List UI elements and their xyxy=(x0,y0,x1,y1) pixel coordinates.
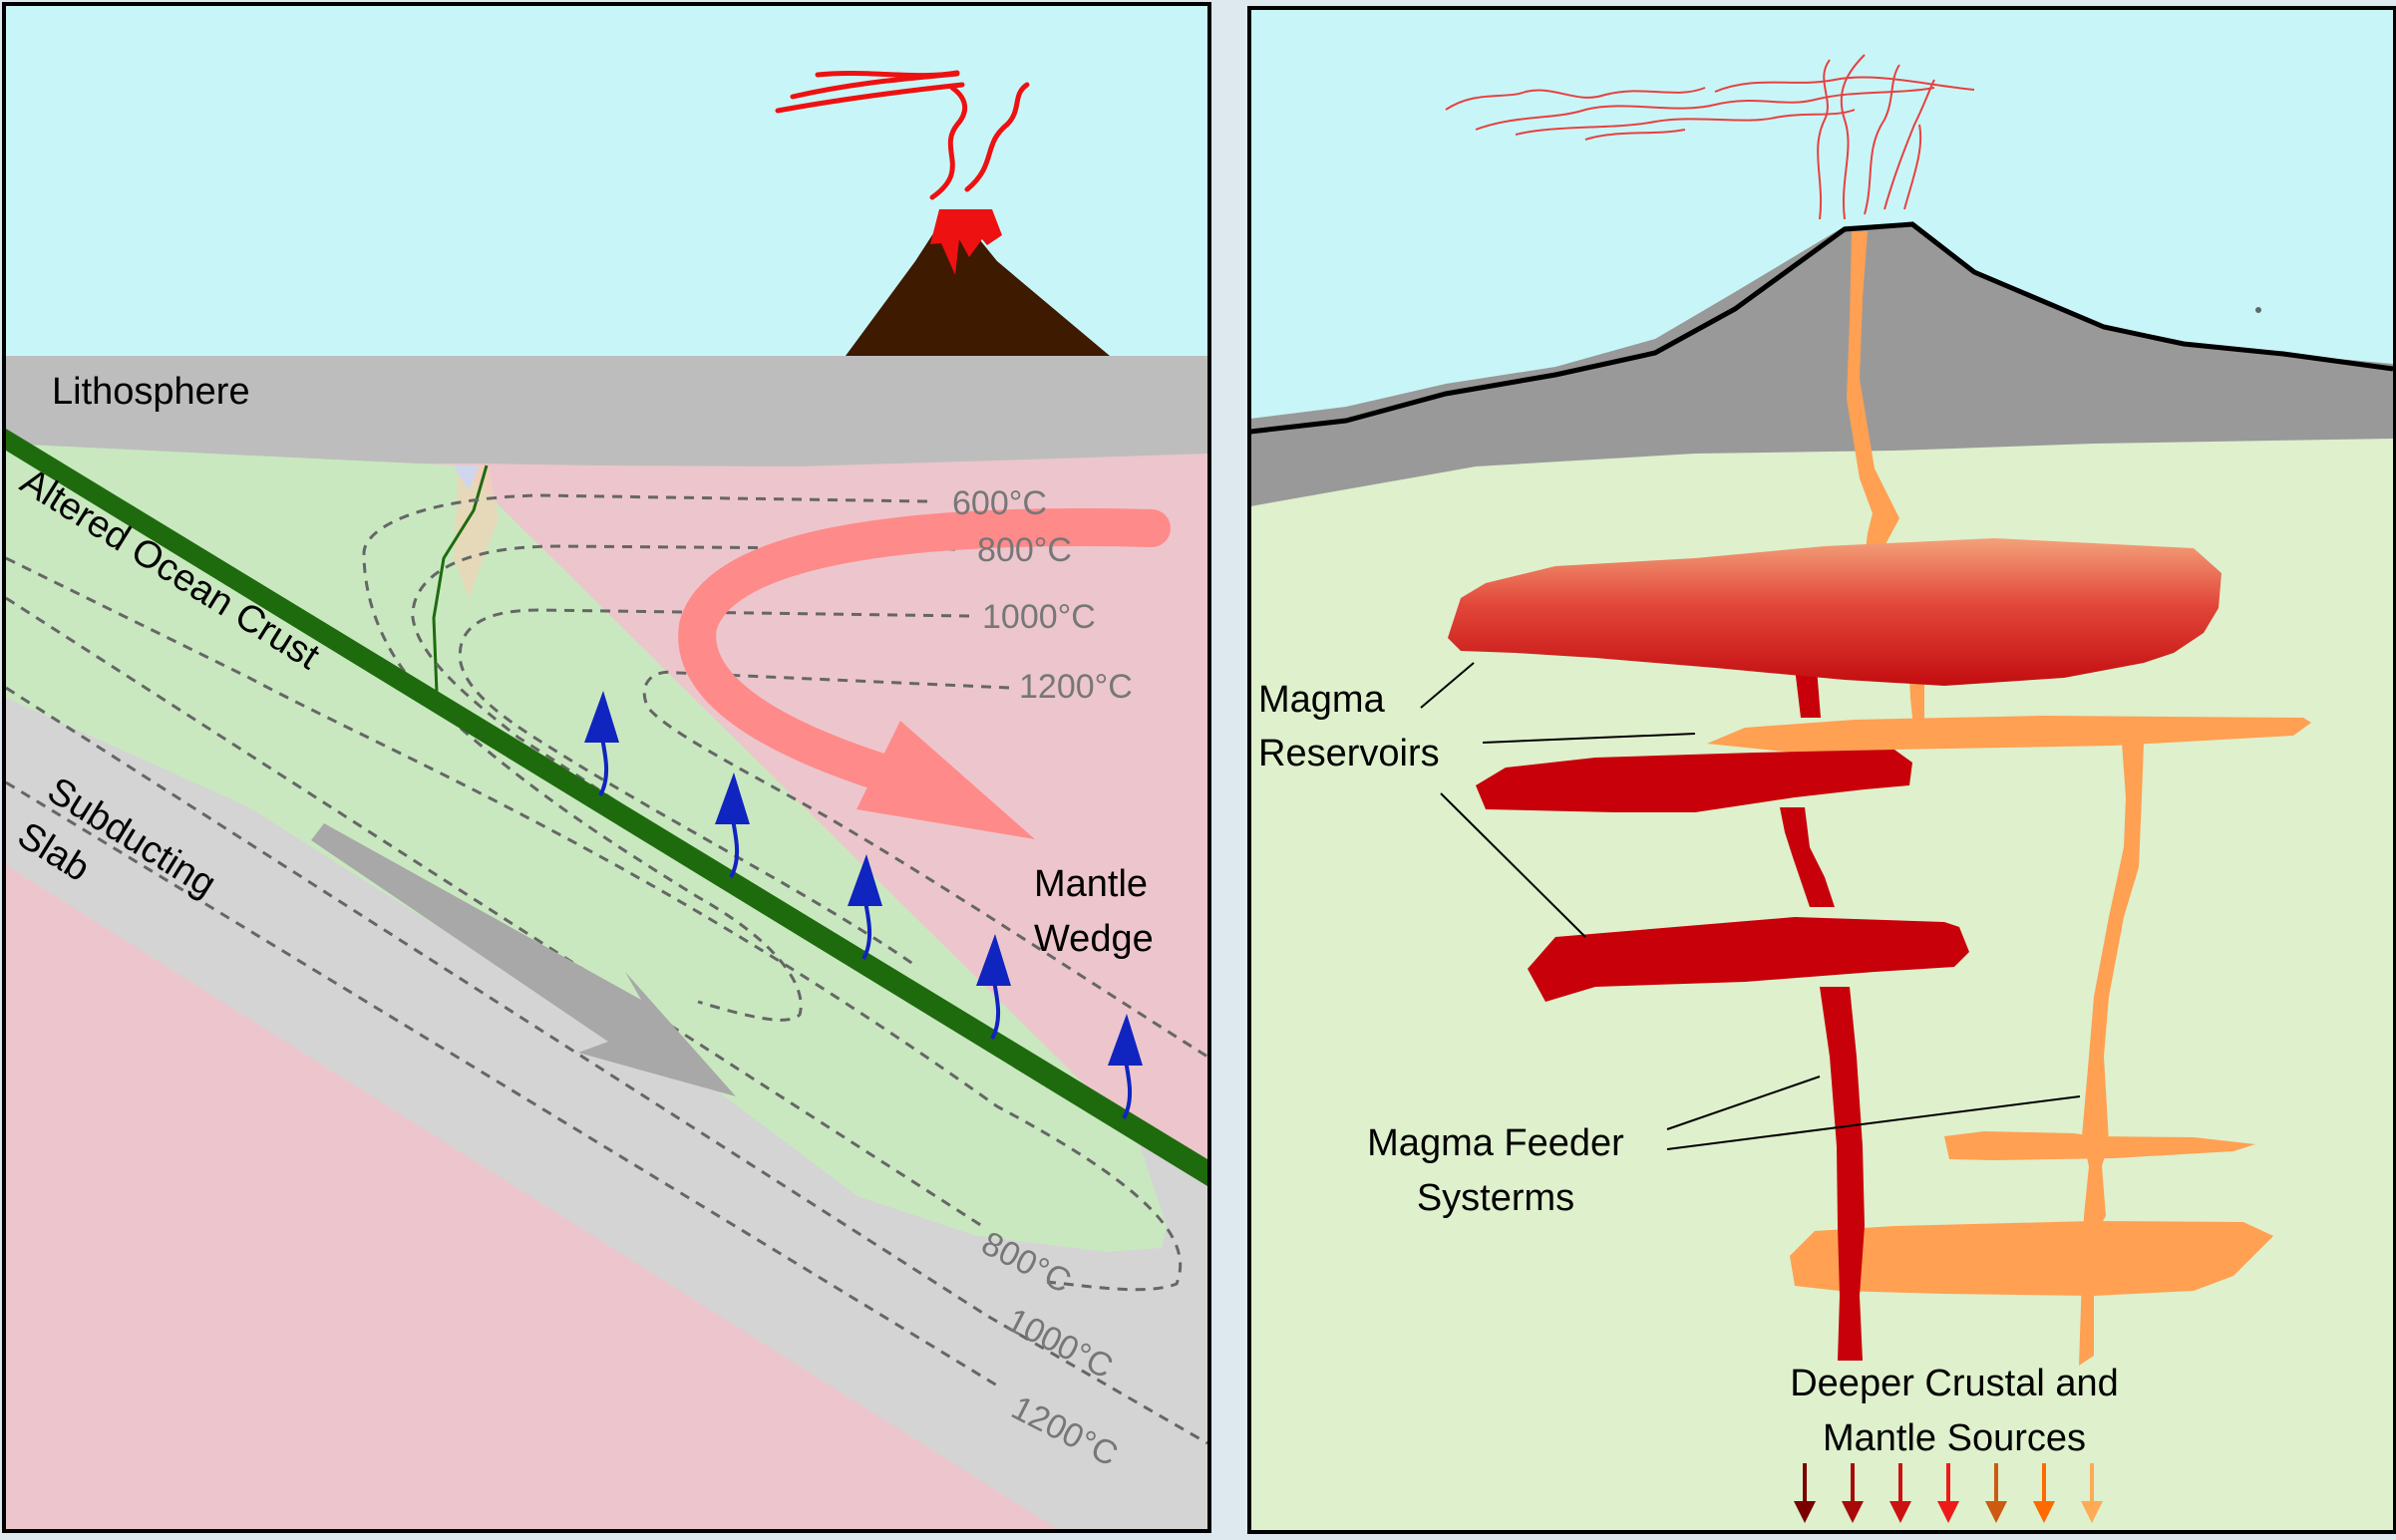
magma-reservoirs-label-1: Magma xyxy=(1258,679,1386,721)
isotherm-label-1000: 1000°C xyxy=(982,598,1096,636)
mantle-wedge-label-2: Wedge xyxy=(1034,918,1154,960)
sources-label-1: Deeper Crustal and xyxy=(1790,1363,2119,1404)
magma-reservoirs-label-2: Reservoirs xyxy=(1258,733,1440,774)
isotherm-label-1200: 1200°C xyxy=(1019,668,1133,706)
small-dot xyxy=(2255,307,2261,313)
lithosphere-label: Lithosphere xyxy=(52,371,250,413)
left-panel-subduction: Lithosphere Altered Ocean Crust Subducti… xyxy=(6,6,1207,1535)
sources-label-2: Mantle Sources xyxy=(1823,1417,2086,1459)
feeder-systems-label-2: Systerms xyxy=(1417,1177,1574,1219)
isotherm-label-600: 600°C xyxy=(952,484,1047,522)
mantle-wedge-label-1: Mantle xyxy=(1034,863,1148,905)
right-panel-magma-system: Magma Reservoirs Magma Feeder Systerms D… xyxy=(1250,9,2393,1535)
feeder-systems-label-1: Magma Feeder xyxy=(1367,1122,1624,1164)
isotherm-label-800: 800°C xyxy=(977,531,1072,569)
